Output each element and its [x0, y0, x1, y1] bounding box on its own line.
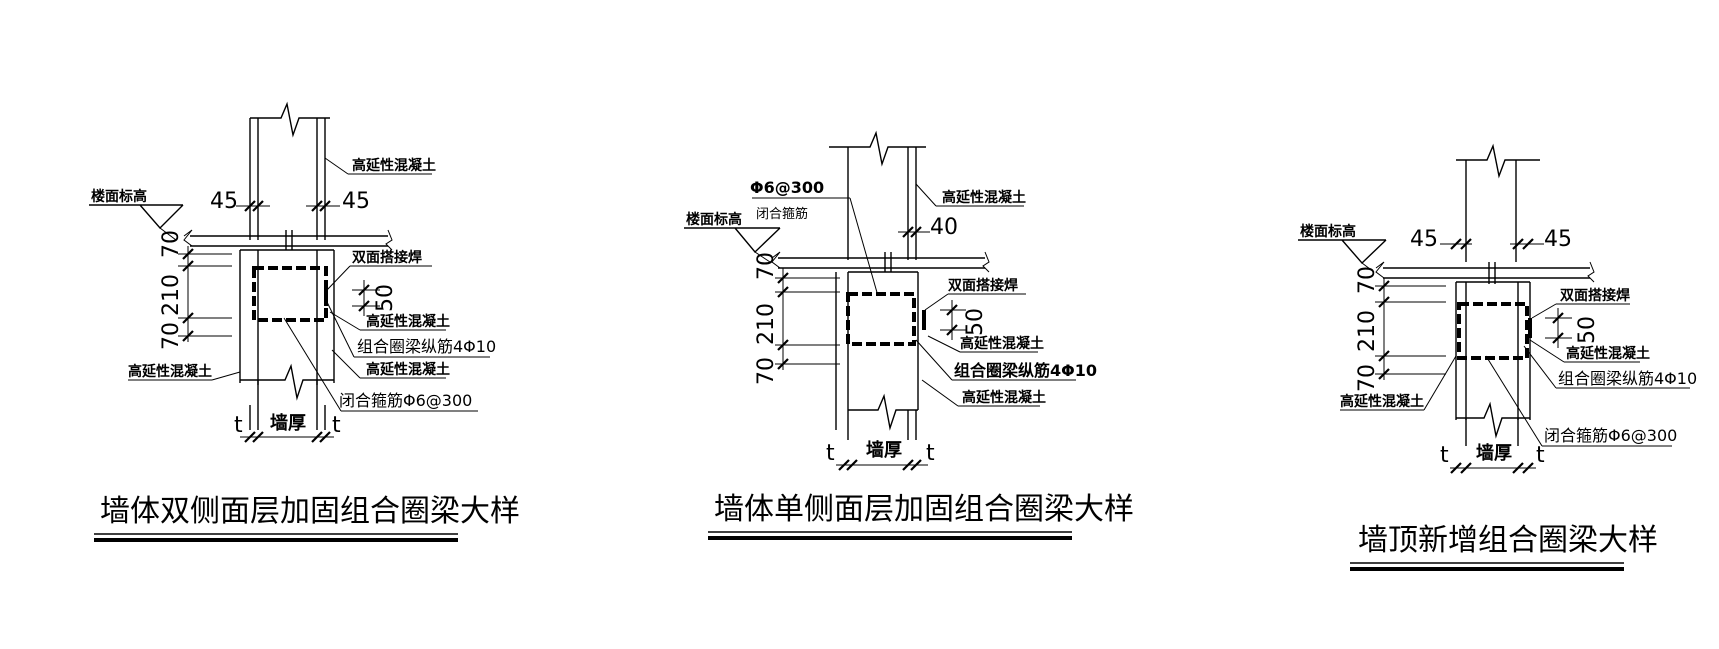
dim-70-bottom: 70	[159, 322, 184, 350]
dim-45-right: 45	[1544, 227, 1572, 252]
dim-t-right: t	[332, 413, 341, 438]
label-floor-level: 楼面标高	[91, 188, 147, 205]
label-long-bars: 组合圈梁纵筋4Φ10	[357, 337, 496, 356]
detail-single-side: 40 70 210 70 50 t t Φ6@300 闭合箍筋 楼面标高 高延性…	[684, 130, 1134, 540]
dim-45-left: 45	[1410, 227, 1438, 252]
label-concrete-right-1: 高延性混凝土	[366, 313, 450, 330]
dim-210: 210	[754, 303, 779, 345]
detail-wall-top: 45 45 70 210 70 50 t t 楼面标高 双面搭接焊 高延性混凝土…	[1298, 143, 1697, 571]
label-stirrup-name: 闭合箍筋	[756, 206, 808, 222]
dim-210: 210	[1355, 310, 1380, 352]
dim-t-right: t	[1536, 443, 1545, 468]
label-concrete-right: 高延性混凝土	[1566, 345, 1650, 362]
dim-70-bottom: 70	[1355, 364, 1380, 392]
detail-title: 墙体双侧面层加固组合圈梁大样	[100, 494, 520, 529]
label-lap-weld: 双面搭接焊	[1560, 287, 1630, 304]
label-stirrups: 闭合箍筋Φ6@300	[1544, 426, 1677, 445]
label-concrete-top: 高延性混凝土	[352, 157, 436, 174]
dim-70-bottom: 70	[754, 357, 779, 385]
dim-210: 210	[159, 274, 184, 316]
dim-t-right: t	[926, 441, 935, 466]
label-concrete-right-2: 高延性混凝土	[366, 361, 450, 378]
label-lap-weld: 双面搭接焊	[948, 277, 1018, 294]
label-wall-thickness: 墙厚	[1476, 442, 1512, 464]
label-stirrup-spec: Φ6@300	[750, 178, 824, 197]
dim-t-left: t	[826, 441, 835, 466]
label-long-bars: 组合圈梁纵筋4Φ10	[954, 361, 1097, 380]
dim-t-left: t	[234, 413, 243, 438]
label-stirrups: 闭合箍筋Φ6@300	[339, 391, 472, 410]
dim-40: 40	[930, 215, 958, 240]
label-concrete-left: 高延性混凝土	[1340, 393, 1424, 410]
label-floor-level: 楼面标高	[686, 211, 742, 228]
label-long-bars: 组合圈梁纵筋4Φ10	[1558, 369, 1697, 388]
dim-t-left: t	[1440, 443, 1449, 468]
dim-50: 50	[1575, 316, 1600, 344]
label-lap-weld: 双面搭接焊	[352, 249, 422, 266]
dim-50: 50	[373, 284, 398, 312]
dim-45-left: 45	[210, 189, 238, 214]
label-floor-level: 楼面标高	[1300, 223, 1356, 240]
label-concrete-left: 高延性混凝土	[128, 363, 212, 380]
dim-45-right: 45	[342, 189, 370, 214]
detail-title: 墙体单侧面层加固组合圈梁大样	[714, 492, 1134, 527]
label-concrete-right-2: 高延性混凝土	[962, 389, 1046, 406]
label-wall-thickness: 墙厚	[866, 439, 902, 461]
detail-title: 墙顶新增组合圈梁大样	[1358, 523, 1658, 558]
dim-70-top: 70	[754, 252, 779, 280]
label-wall-thickness: 墙厚	[270, 412, 306, 434]
dim-50: 50	[963, 308, 988, 336]
detail-double-side: 45 45 70 210 70 50 t t 楼面标高 高延性混凝土 双面搭接焊…	[89, 101, 520, 542]
label-concrete-top: 高延性混凝土	[942, 189, 1026, 206]
dim-70-top: 70	[159, 230, 184, 258]
dim-70-top: 70	[1355, 266, 1380, 294]
label-concrete-right-1: 高延性混凝土	[960, 335, 1044, 352]
